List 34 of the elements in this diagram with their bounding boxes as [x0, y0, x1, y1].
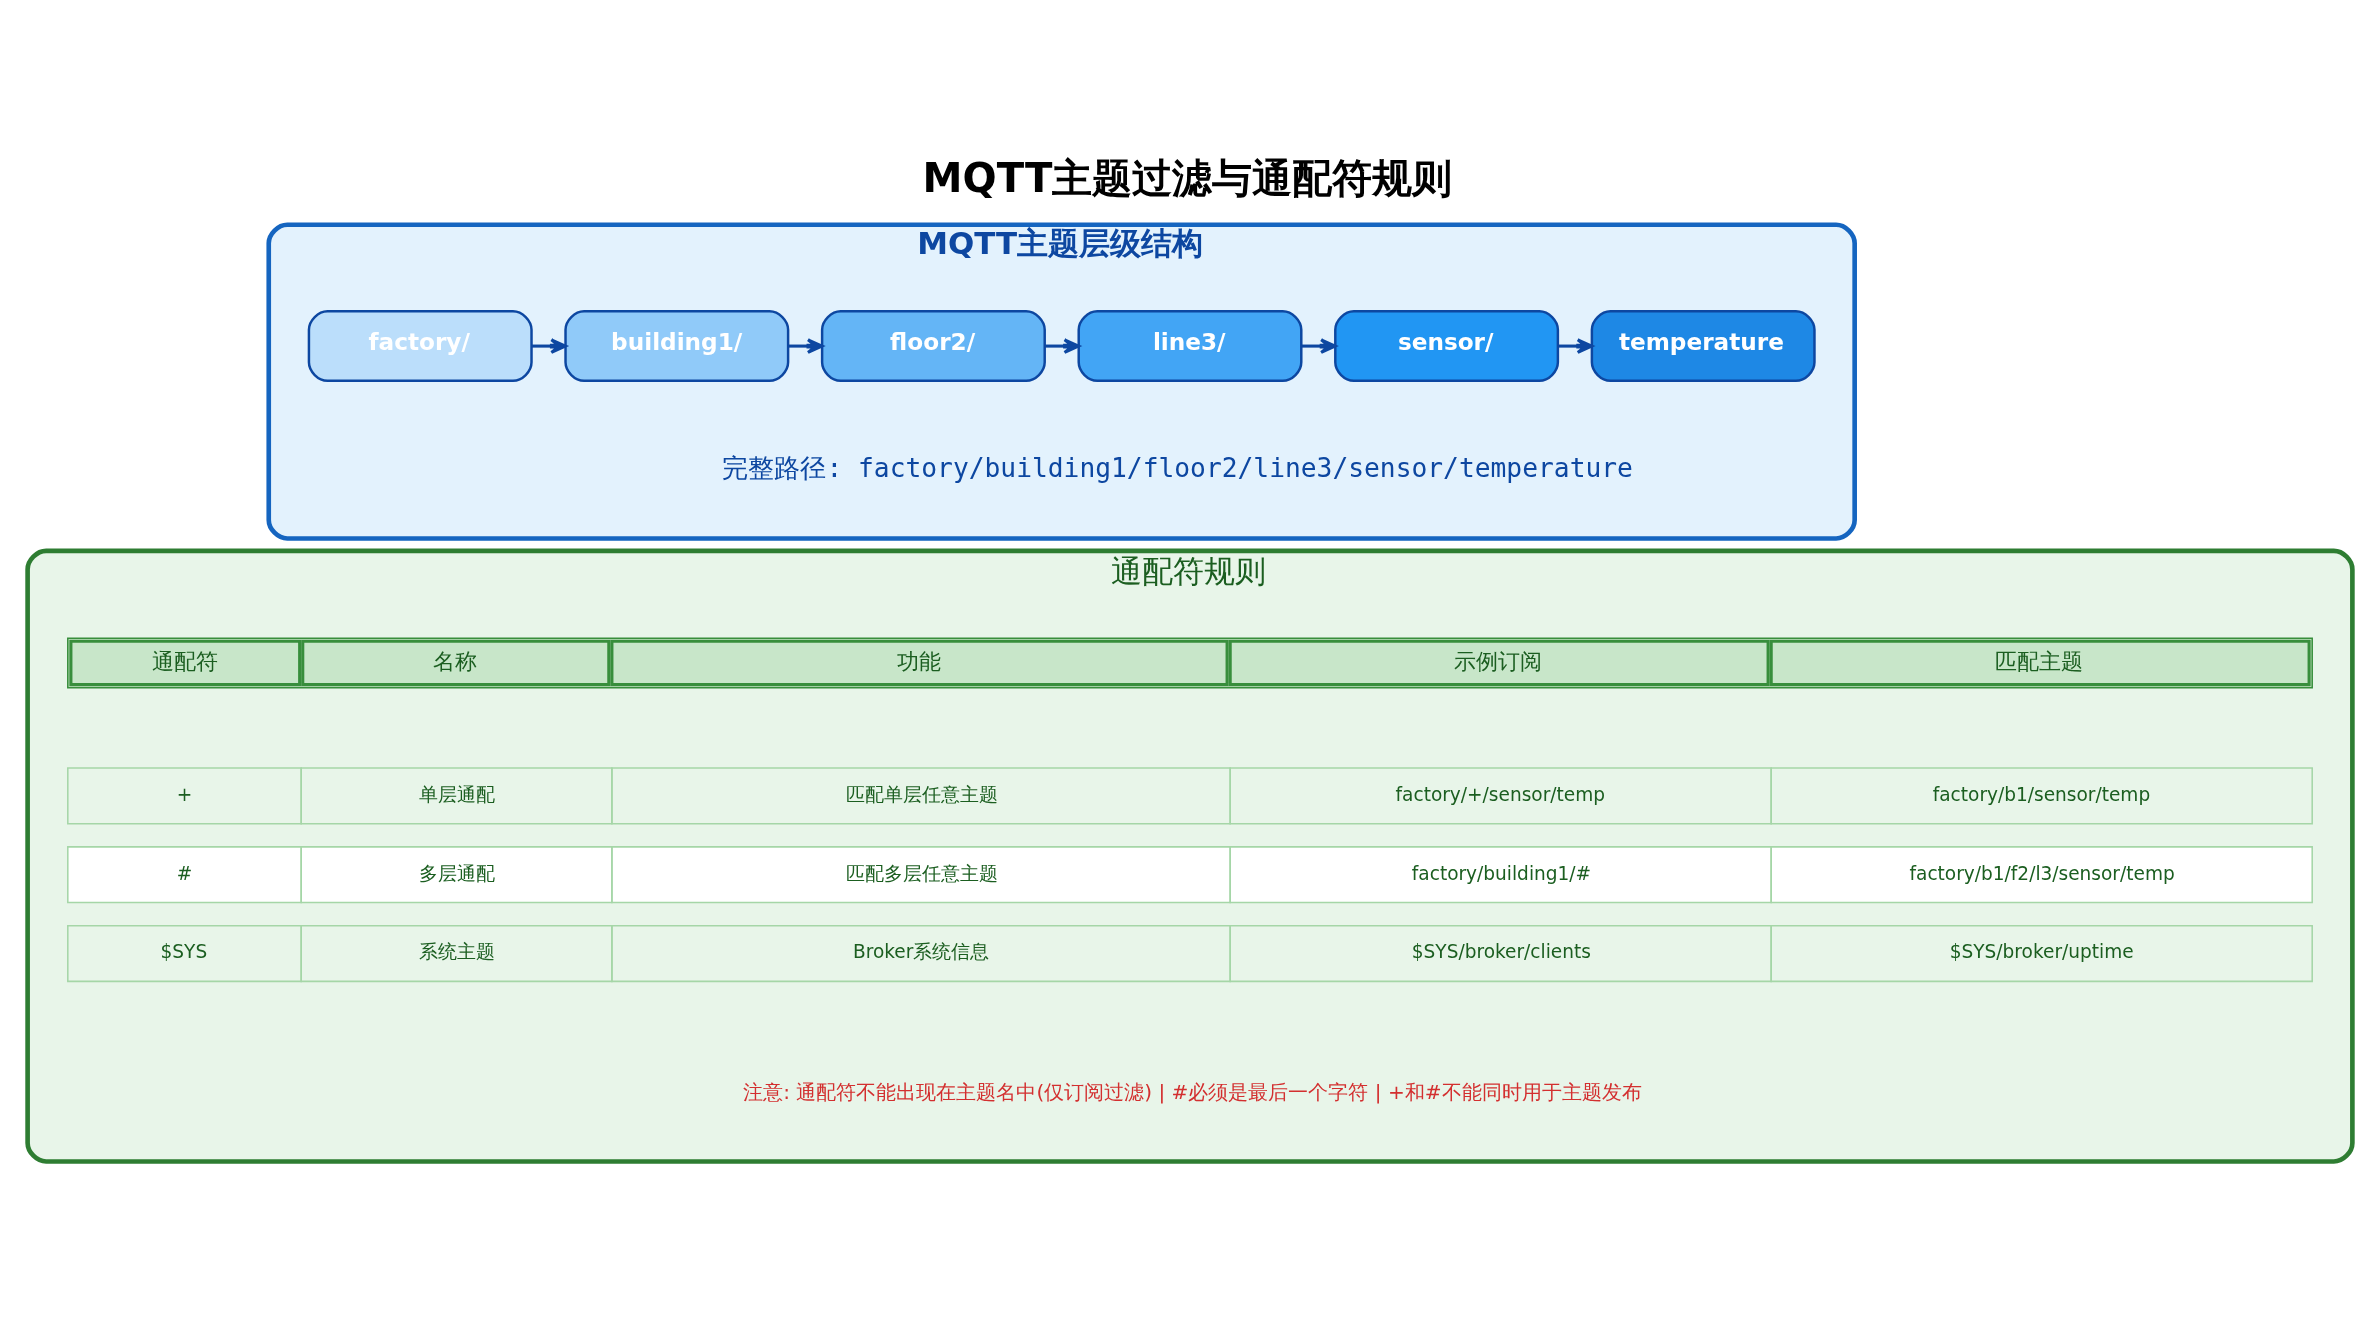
label: 系统主题	[418, 941, 495, 963]
node-box: factory/	[307, 310, 533, 383]
label: factory/building1/#	[1411, 862, 1592, 884]
arrow	[532, 338, 567, 354]
label: $SYS/broker/clients	[1411, 941, 1591, 963]
label: factory/b1/sensor/temp	[1932, 783, 2151, 805]
label: $SYS	[160, 941, 208, 963]
label: 匹配多层任意主题	[846, 862, 999, 884]
label: 注意: 通配符不能出现在主题名中(仅订阅过滤) | #必须是最后一个字符 | +和#不能同时用于主题发布	[743, 1079, 1642, 1104]
label: 示例订阅	[1454, 648, 1543, 674]
label: $SYS/broker/uptime	[1949, 941, 2134, 963]
node-box: sensor/	[1334, 310, 1560, 383]
label: #	[176, 862, 193, 884]
label: Broker系统信息	[853, 941, 990, 963]
label: 完整路径: factory/building1/floor2/line3/sensor/temperature	[722, 452, 1633, 483]
label: 通配符	[152, 648, 219, 674]
label: 匹配主题	[1995, 648, 2084, 674]
label: 匹配单层任意主题	[846, 783, 999, 805]
label: factory/b1/f2/l3/sensor/temp	[1909, 862, 2175, 884]
label: +	[176, 783, 193, 805]
diagram-title: MQTT主题过滤与通配符规则	[922, 154, 1453, 201]
node-box: temperature	[1590, 310, 1816, 383]
label: 功能	[897, 648, 942, 674]
label: 名称	[433, 648, 478, 674]
node-box: line3/	[1077, 310, 1303, 383]
arrow	[1558, 338, 1594, 354]
label: factory/+/sensor/temp	[1395, 783, 1605, 805]
label: 多层通配	[418, 862, 495, 884]
arrow	[788, 338, 824, 354]
node-box: floor2/	[820, 310, 1046, 383]
label: 单层通配	[418, 783, 495, 805]
arrow	[1045, 338, 1081, 354]
arrow	[1301, 338, 1337, 354]
node-box: building1/	[564, 310, 790, 383]
